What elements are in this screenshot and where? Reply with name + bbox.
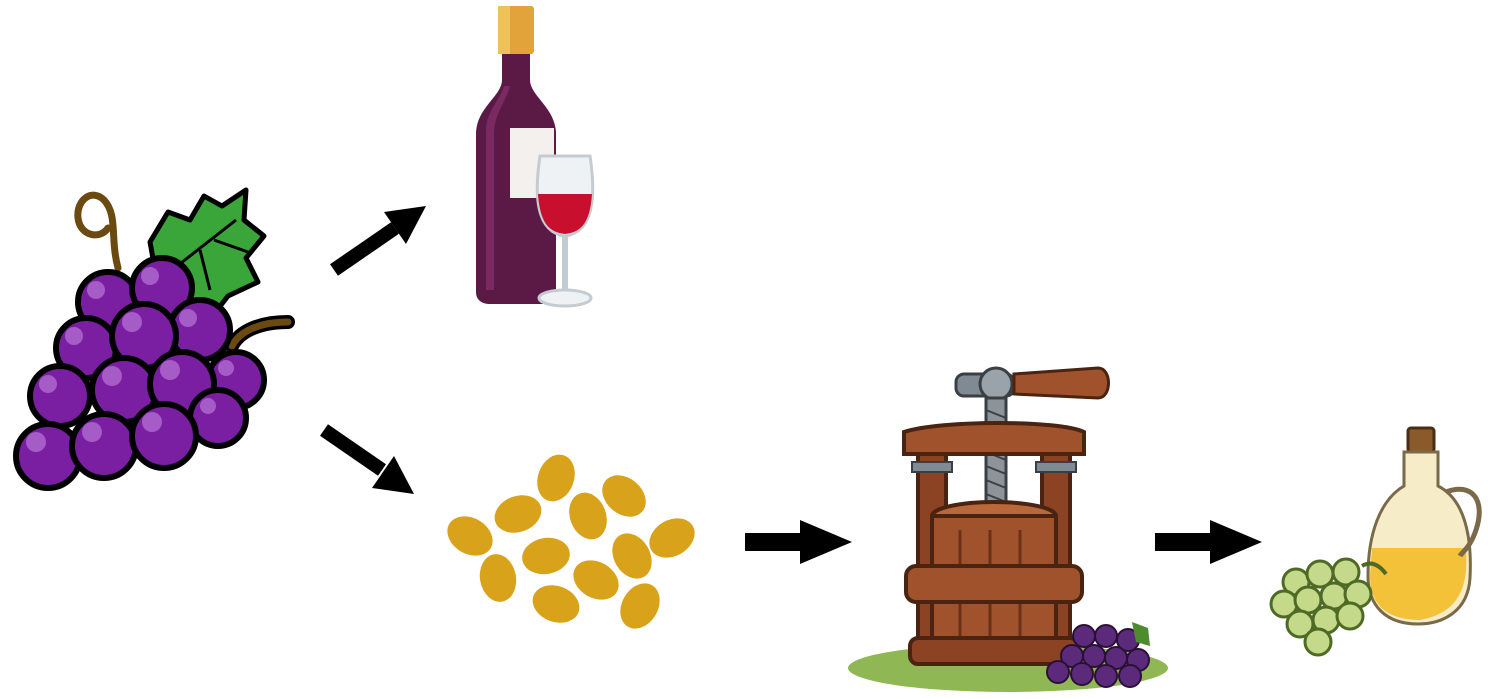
grape-seeds-icon bbox=[440, 449, 702, 635]
arrow-grapes-to-seeds bbox=[324, 430, 414, 494]
arrow-press-to-oil bbox=[1155, 520, 1262, 564]
arrow-seeds-to-press bbox=[745, 520, 852, 564]
wine-bottle-and-glass-icon bbox=[476, 6, 593, 306]
grape-bunch-icon bbox=[16, 190, 288, 488]
wine-press-icon bbox=[848, 368, 1168, 692]
oil-jar-icon bbox=[1271, 428, 1479, 655]
arrow-grapes-to-wine bbox=[334, 206, 426, 270]
